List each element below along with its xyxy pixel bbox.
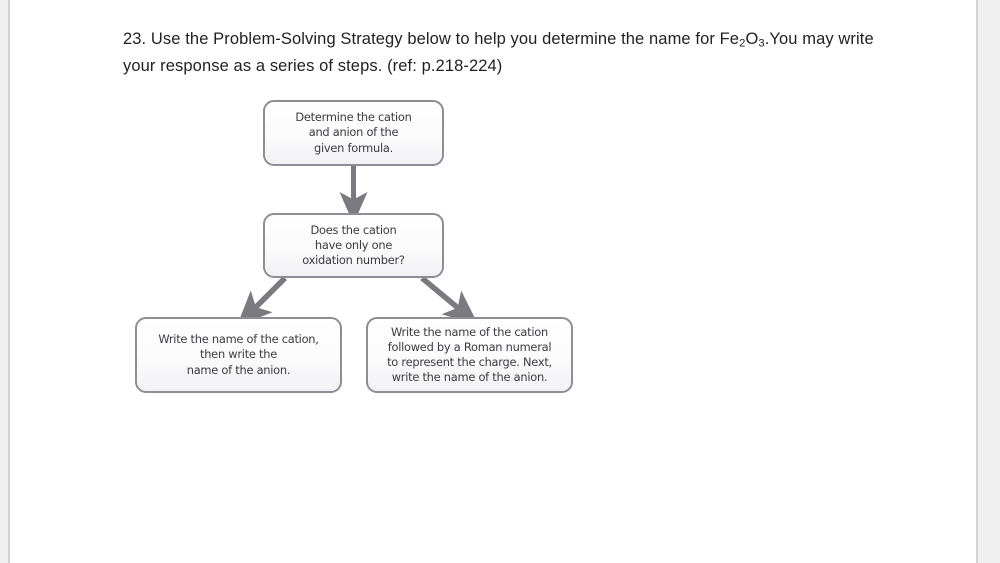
node-line: Write the name of the cation,	[158, 332, 319, 347]
node-line: followed by a Roman numeral	[387, 339, 552, 354]
formula-subscript-1: 2	[739, 37, 746, 50]
node-line: given formula.	[313, 140, 394, 155]
question-text: 23. Use the Problem-Solving Strategy bel…	[123, 26, 883, 80]
node-line: to represent the charge. Next,	[387, 355, 552, 369]
node-line: name of the anion.	[186, 362, 291, 377]
node-line: Determine the cation	[295, 110, 412, 125]
node-line: oxidation number?	[302, 253, 405, 268]
formula-subscript-2: 3	[758, 37, 765, 50]
node-line: and anion of the	[308, 125, 399, 140]
node-line: have only one	[314, 237, 393, 252]
question-line-1: 23. Use the Problem-Solving Strategy bel…	[123, 30, 874, 50]
connector-question-to-single-oxidation	[236, 276, 287, 327]
connector-question-to-roman-numeral	[420, 275, 479, 325]
flowchart-connectors	[236, 166, 479, 327]
question-line-2: your response as a series of steps. (ref…	[123, 57, 503, 75]
flowchart-node-roman-numeral-result[interactable]: Write the name of the cation followed by…	[366, 317, 573, 393]
chemical-formula: Fe2O3	[719, 30, 765, 50]
node-line: write the name of the anion.	[391, 370, 548, 385]
problem-solving-flowchart: Determine the cation and anion of the gi…	[10, 0, 980, 563]
question-line-1-tail: .You may write	[764, 30, 874, 48]
flowchart-node-single-oxidation-result[interactable]: Write the name of the cation, then write…	[135, 317, 342, 393]
document-page: 23. Use the Problem-Solving Strategy bel…	[8, 0, 978, 563]
node-line: then write the	[200, 347, 277, 362]
node-line: Does the cation	[310, 222, 397, 237]
flowchart-node-oxidation-number-question[interactable]: Does the cation have only one oxidation …	[263, 213, 444, 278]
flowchart-node-determine-cation-anion[interactable]: Determine the cation and anion of the gi…	[263, 100, 444, 166]
node-line: Write the name of the cation	[391, 324, 548, 339]
